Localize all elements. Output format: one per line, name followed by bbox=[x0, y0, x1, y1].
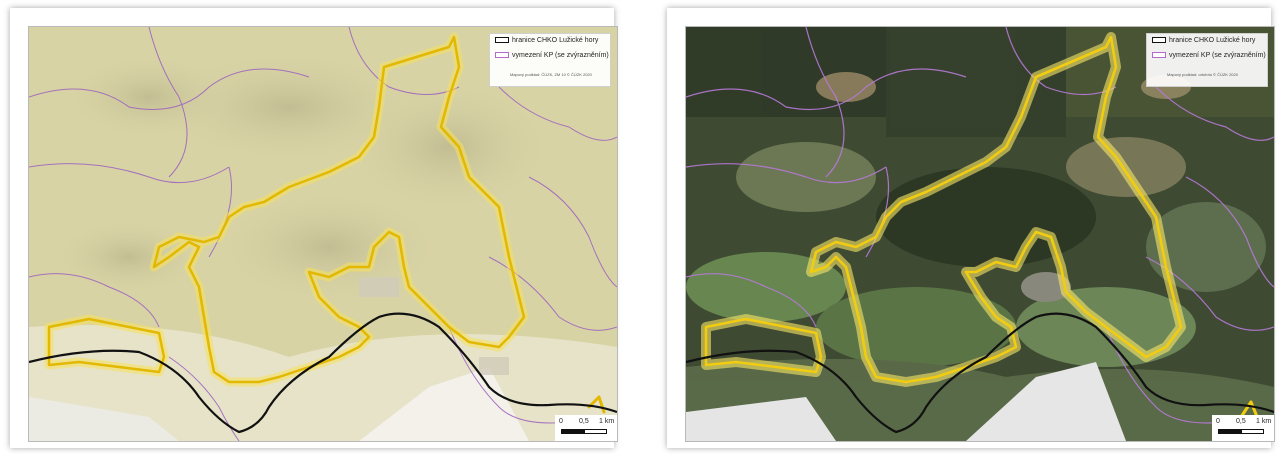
legend-item-chko: hranice CHKO Lužické hory bbox=[495, 37, 598, 48]
relief bbox=[49, 217, 209, 297]
north-arrow-icon bbox=[1147, 34, 1275, 442]
scale-segment-dark bbox=[1218, 429, 1241, 434]
north-arrow-icon bbox=[490, 34, 618, 442]
kp-boundary bbox=[44, 32, 606, 414]
scale-label-end: 1 km bbox=[599, 418, 615, 425]
scale-label-mid: 0,5 bbox=[1236, 418, 1246, 425]
topographic-map-canvas bbox=[29, 27, 617, 441]
legend-label: hranice CHKO Lužické hory bbox=[512, 37, 599, 44]
settlement bbox=[359, 277, 399, 297]
chko-border bbox=[29, 312, 617, 434]
kp-boundary bbox=[701, 32, 1260, 421]
legend-note: Mapový podklad: ČÚZK, ZM 10 © ČÚZK 2020 bbox=[510, 72, 592, 77]
topographic-map[interactable]: hranice CHKO Lužické hory vymezení KP (s… bbox=[28, 26, 618, 442]
municipal-borders bbox=[686, 27, 1274, 424]
chko-border-swatch bbox=[1152, 37, 1166, 44]
legend-label: vymezení KP (se zvýrazněním) bbox=[512, 52, 609, 59]
map-legend: hranice CHKO Lužické hory vymezení KP (s… bbox=[489, 33, 611, 87]
map-panel-orthophoto: hranice CHKO Lužické hory vymezení KP (s… bbox=[667, 8, 1275, 448]
legend-item-kp: vymezení KP (se zvýrazněním) bbox=[1152, 52, 1266, 63]
settlement bbox=[479, 357, 509, 375]
scale-segment-light bbox=[1241, 429, 1264, 434]
scale-segment-dark bbox=[561, 429, 584, 434]
legend-item-chko: hranice CHKO Lužické hory bbox=[1152, 37, 1255, 48]
scale-label-mid: 0,5 bbox=[579, 418, 589, 425]
kp-swatch bbox=[1152, 52, 1166, 59]
scale-label-zero: 0 bbox=[559, 418, 563, 425]
chko-border-swatch bbox=[495, 37, 509, 44]
scale-bar: 0 0,5 1 km bbox=[555, 415, 617, 441]
kp-swatch bbox=[495, 52, 509, 59]
map-panel-topographic: hranice CHKO Lužické hory vymezení KP (s… bbox=[10, 8, 618, 448]
foreign-area bbox=[29, 397, 179, 441]
legend-note: Mapový podklad: ortofoto © ČÚZK 2020 bbox=[1167, 72, 1238, 77]
chko-border bbox=[686, 312, 1274, 434]
legend-label: hranice CHKO Lužické hory bbox=[1169, 37, 1256, 44]
scale-segment-light bbox=[584, 429, 607, 434]
relief bbox=[59, 52, 239, 142]
scale-label-zero: 0 bbox=[1216, 418, 1220, 425]
scale-bar: 0 0,5 1 km bbox=[1212, 415, 1274, 441]
legend-label: vymezení KP (se zvýrazněním) bbox=[1169, 52, 1266, 59]
relief bbox=[339, 77, 559, 217]
no-data-area bbox=[966, 362, 1126, 441]
foreign-area bbox=[359, 367, 529, 441]
scale-label-end: 1 km bbox=[1256, 418, 1272, 425]
map-legend: hranice CHKO Lužické hory vymezení KP (s… bbox=[1146, 33, 1268, 87]
no-data-area bbox=[686, 397, 836, 441]
orthophoto-map[interactable]: hranice CHKO Lužické hory vymezení KP (s… bbox=[685, 26, 1275, 442]
legend-item-kp: vymezení KP (se zvýrazněním) bbox=[495, 52, 609, 63]
